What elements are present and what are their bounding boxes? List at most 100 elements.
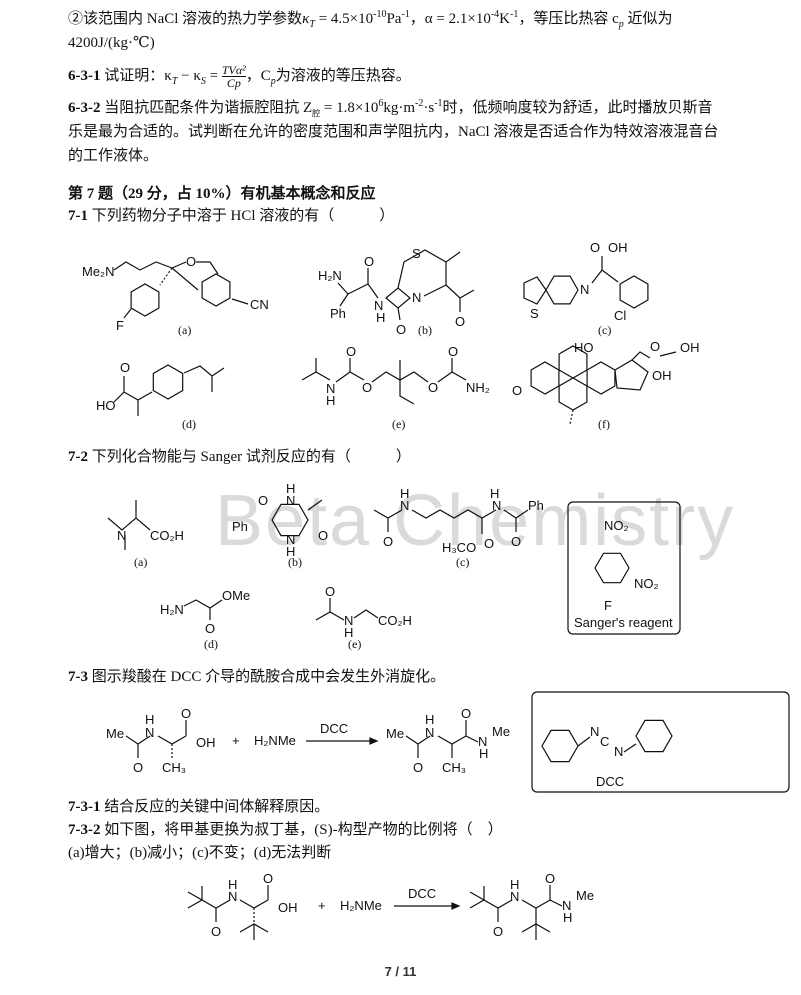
atom-label: O xyxy=(511,534,521,549)
atom-label: H₃CO xyxy=(442,540,476,555)
bond xyxy=(469,891,486,909)
atom-label: O xyxy=(428,380,438,395)
reaction-7-3-2: O H N O OH + H₂NMe DCC O H N O xyxy=(187,871,594,940)
atom-label: O xyxy=(545,871,555,886)
text: Pa xyxy=(386,11,402,27)
bond xyxy=(157,735,187,745)
text: -1 xyxy=(401,9,410,20)
bond xyxy=(437,735,479,745)
box-border xyxy=(567,501,681,635)
atom-label: N xyxy=(614,744,623,759)
bond xyxy=(397,307,401,321)
atom-label: Me xyxy=(576,888,594,903)
atom-label: O xyxy=(258,493,268,508)
reagent-amine: H₂NMe xyxy=(254,733,296,748)
molecule-7-2-c: O H N H N Ph O H₃CO O (c) xyxy=(373,486,544,569)
bond xyxy=(347,283,379,299)
bond xyxy=(301,371,331,381)
atom-label: H xyxy=(563,910,572,925)
atom-label: N xyxy=(400,498,409,513)
reaction-7-3: Me O H N O OH CH₃ + H₂NMe DCC Me O H N xyxy=(106,706,510,775)
arrow-reagent: DCC xyxy=(320,721,348,736)
atom-label: O xyxy=(133,760,143,775)
atom-label: N xyxy=(580,282,589,297)
bond xyxy=(123,308,132,319)
bond xyxy=(171,261,187,269)
text: 时，低频响度较为舒适，此时播放贝斯音 xyxy=(442,100,713,116)
text: -1 xyxy=(434,98,443,109)
atom-label: O xyxy=(318,528,328,543)
section-7-title: 第 7 题（29 分，占 10%）有机基本概念和反应 xyxy=(68,186,376,202)
question-number: 7-3 xyxy=(68,669,88,685)
atom-label: H xyxy=(425,712,434,727)
atom-label: Ph xyxy=(528,498,544,513)
text: 图示羧酸在 DCC 介导的酰胺合成中会发生外消旋化。 xyxy=(88,669,446,685)
bond xyxy=(483,886,513,909)
text: 为溶液的等压热容。 xyxy=(275,67,411,84)
text: 下列化合物能与 Sanger 试剂反应的有（ ） xyxy=(88,449,411,465)
question-number: 7-3-2 xyxy=(68,822,101,838)
benzene-ring xyxy=(201,273,231,307)
text: = xyxy=(205,67,222,84)
denominator: Cp xyxy=(226,76,241,90)
atom-label: CH₃ xyxy=(162,760,186,775)
atom-label: N xyxy=(412,290,421,305)
compound-label: (e) xyxy=(348,637,361,651)
atom-label: O xyxy=(364,254,374,269)
text: − κ xyxy=(177,67,201,84)
atom-label: CN xyxy=(250,297,269,312)
atom-label: NO₂ xyxy=(604,518,629,533)
molecule-7-2-e: O N H CO₂H (e) xyxy=(315,584,412,651)
bond xyxy=(171,267,199,291)
watermark: Beta Chemistry xyxy=(215,481,736,561)
atom-label: N xyxy=(286,493,295,508)
question-7-3-1: 7-3-1 结合反应的关键中间体解释原因。 xyxy=(68,797,329,817)
atom-label: H₂N xyxy=(318,268,342,283)
bond xyxy=(123,391,139,416)
bond xyxy=(591,256,603,284)
atom-label: H xyxy=(490,486,499,501)
atom-label: CH₃ xyxy=(442,760,466,775)
text: ，C xyxy=(245,67,271,84)
atom-label: OH xyxy=(278,900,298,915)
ring-b xyxy=(558,377,588,411)
atom-label: O xyxy=(413,760,423,775)
compound-label: (d) xyxy=(204,637,218,651)
atom-label: Me xyxy=(106,726,124,741)
text: -1 xyxy=(510,9,519,20)
bond xyxy=(335,371,365,383)
text: ，α = 2.1×10 xyxy=(409,11,491,27)
atom-label: O xyxy=(512,383,522,398)
atom-label: N xyxy=(286,532,295,547)
plus-sign: + xyxy=(318,898,326,913)
bond xyxy=(623,743,637,753)
bond xyxy=(445,284,475,299)
text: p xyxy=(618,19,624,30)
bond xyxy=(353,609,379,619)
arrow-head xyxy=(451,902,461,910)
arrow-head xyxy=(369,737,379,745)
atom-label: O xyxy=(362,380,372,395)
atom-label: N xyxy=(492,498,501,513)
atom-label: H xyxy=(479,746,488,761)
atom-label: O xyxy=(396,322,406,337)
atom-label: Cl xyxy=(614,308,626,323)
atom-label: O xyxy=(346,344,356,359)
box-caption: Sanger's reagent xyxy=(574,615,673,630)
molecule-7-2-d: H₂N OMe O (d) xyxy=(160,588,250,651)
atom-label: OH xyxy=(196,735,216,750)
arrow-reagent: DCC xyxy=(408,886,436,901)
text: 下列药物分子中溶于 HCl 溶液的有（ ） xyxy=(88,208,395,224)
atom-label: H xyxy=(286,481,295,496)
molecule-7-2-a: N CO₂H (a) xyxy=(107,500,184,569)
atom-label: N xyxy=(374,298,383,313)
bond xyxy=(107,517,151,531)
text: 近似为 xyxy=(623,11,673,27)
tetrahydropyridine-ring xyxy=(545,275,579,305)
bond xyxy=(231,298,249,305)
param-line-2: 4200J/(kg·℃) xyxy=(68,35,155,51)
hashed-bond xyxy=(159,267,173,286)
